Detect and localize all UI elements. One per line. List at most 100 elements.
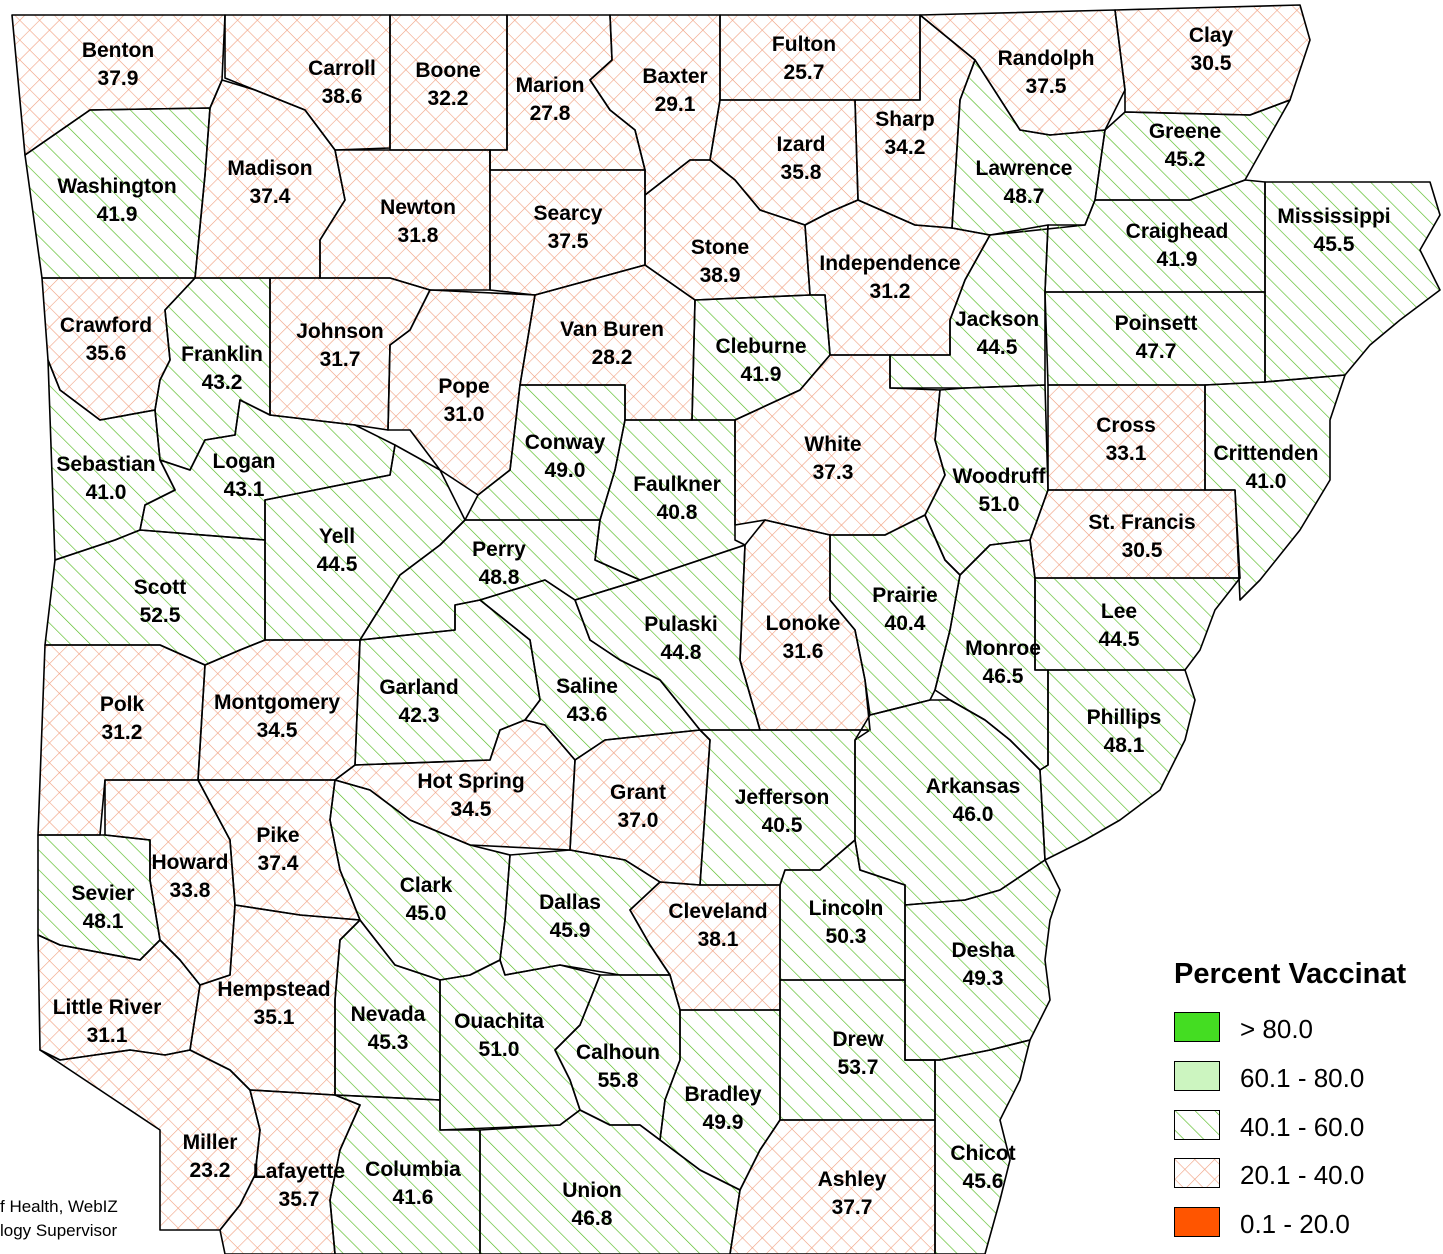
- county-name: Polk: [99, 693, 145, 716]
- county-name: Randolph: [997, 47, 1095, 70]
- county-value: 44.8: [660, 641, 702, 664]
- county-value: 33.1: [1105, 442, 1147, 465]
- county-value: 35.7: [278, 1188, 320, 1211]
- county-value: 48.1: [82, 910, 124, 933]
- county-value: 29.1: [654, 93, 696, 116]
- county-value: 49.0: [544, 459, 586, 482]
- county-name: Lonoke: [765, 612, 841, 635]
- county-shape-lee: [1034, 577, 1241, 671]
- county-value: 40.4: [884, 612, 926, 635]
- county-value: 43.1: [223, 478, 265, 501]
- county-name: Ashley: [817, 1168, 887, 1191]
- county-value: 33.8: [169, 879, 211, 902]
- county-name: Saline: [556, 675, 618, 698]
- county-value: 37.4: [249, 185, 291, 208]
- county-name: Nevada: [350, 1003, 426, 1026]
- county-value: 52.5: [139, 604, 181, 627]
- county-value: 28.2: [591, 346, 633, 369]
- county-label-desha: Desha 49.3: [951, 937, 1014, 993]
- county-name: Madison: [227, 157, 313, 180]
- county-shape-columbia: [329, 1094, 481, 1254]
- county-value: 31.1: [86, 1024, 128, 1047]
- county-name: Sevier: [71, 882, 135, 905]
- county-value: 35.6: [85, 342, 127, 365]
- county-value: 30.5: [1121, 539, 1163, 562]
- county-name: Prairie: [872, 584, 938, 607]
- county-name: Newton: [380, 196, 456, 219]
- county-name: Conway: [524, 431, 606, 454]
- county-value: 37.5: [547, 230, 589, 253]
- county-label-prairie: Prairie 40.4: [872, 582, 937, 638]
- county-value: 40.5: [761, 814, 803, 837]
- county-value: 45.9: [549, 919, 591, 942]
- county-shape-phillips: [1039, 669, 1196, 861]
- county-value: 51.0: [478, 1038, 520, 1061]
- county-value: 41.9: [740, 363, 782, 386]
- county-value: 46.8: [571, 1207, 613, 1230]
- county-value: 49.3: [962, 967, 1004, 990]
- county-name: Crawford: [59, 314, 153, 337]
- county-name: Garland: [379, 676, 459, 699]
- county-name: White: [804, 433, 862, 456]
- county-name: Pulaski: [644, 613, 718, 636]
- county-name: Scott: [133, 576, 187, 599]
- county-label-madison: Madison 37.4: [227, 155, 312, 211]
- county-name: Desha: [951, 939, 1015, 962]
- county-value: 41.9: [96, 203, 138, 226]
- county-value: 44.5: [316, 553, 358, 576]
- county-name: Boone: [415, 59, 481, 82]
- county-label-white: White 37.3: [804, 431, 861, 487]
- county-value: 38.9: [699, 264, 741, 287]
- county-value: 31.6: [782, 640, 824, 663]
- county-name: Cleburne: [715, 335, 807, 358]
- county-name: Little River: [52, 996, 162, 1019]
- county-name: Craighead: [1125, 220, 1229, 243]
- county-value: 45.2: [1164, 148, 1206, 171]
- county-name: Perry: [472, 538, 526, 561]
- county-value: 44.5: [976, 336, 1018, 359]
- county-name: Carroll: [308, 57, 376, 80]
- county-name: Phillips: [1086, 706, 1162, 729]
- legend-label: 40.1 - 60.0: [1240, 1112, 1365, 1142]
- county-name: Montgomery: [214, 691, 340, 714]
- county-name: Searcy: [533, 202, 603, 225]
- county-value: 42.3: [398, 704, 440, 727]
- county-name: Union: [562, 1179, 622, 1202]
- county-value: 45.6: [962, 1170, 1004, 1193]
- county-name: Hot Spring: [417, 770, 525, 793]
- county-name: Clark: [399, 874, 453, 897]
- county-name: Monroe: [965, 637, 1041, 660]
- county-value: 41.9: [1156, 248, 1198, 271]
- county-value: 37.3: [812, 461, 854, 484]
